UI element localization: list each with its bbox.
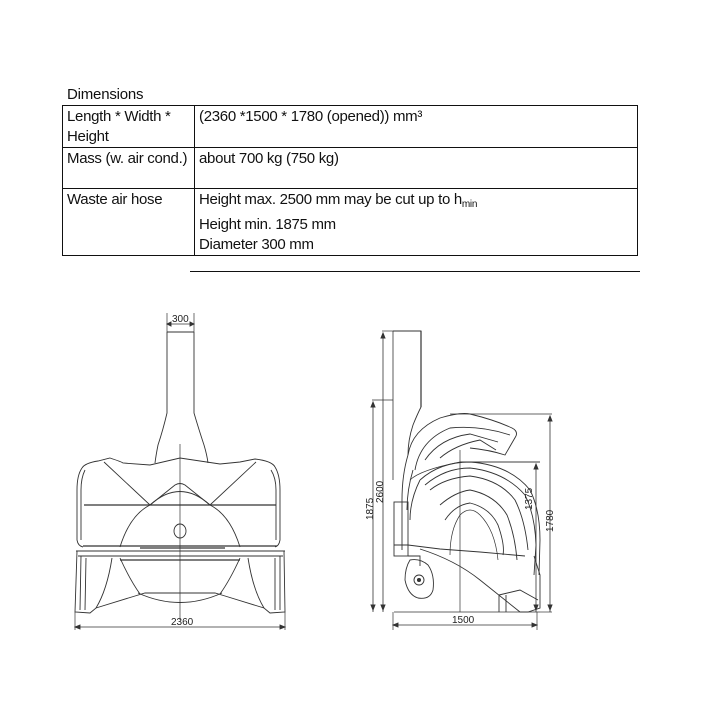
hose-max-height-line: Height max. 2500 mm may be cut up to hmi… [199,190,633,215]
front-view: 300 2360 [73,313,287,630]
row-label-size: Length * Width * Height [62,105,195,148]
hose-max-height-label: 2600 [375,480,386,503]
hose-min-height-line: Height min. 1875 mm [199,216,336,233]
closed-height-label: 1375 [524,487,535,510]
table-row: Mass (w. air cond.) about 700 kg (750 kg… [62,147,638,189]
total-width-label: 2360 [171,617,194,628]
row-value-hose: Height max. 2500 mm may be cut up to hmi… [194,188,638,256]
dimensions-table: Length * Width * Height (2360 *1500 * 17… [62,105,638,256]
hose-max-text: Height max. 2500 mm may be cut up to h [199,191,462,208]
table-row: Waste air hose Height max. 2500 mm may b… [62,188,638,256]
row-label-mass: Mass (w. air cond.) [62,147,195,189]
depth-label: 1500 [452,615,475,626]
side-view: 2600 1875 [365,330,556,630]
separator-line [190,271,640,272]
hmin-subscript: min [461,199,478,210]
hose-min-height-label: 1875 [365,497,376,520]
hose-diameter-line: Diameter 300 mm [199,236,314,253]
row-value-mass: about 700 kg (750 kg) [194,147,638,189]
section-title: Dimensions [67,86,144,103]
row-label-hose: Waste air hose [62,188,195,256]
opened-height-label: 1780 [545,509,556,532]
hose-width-label: 300 [172,314,189,325]
